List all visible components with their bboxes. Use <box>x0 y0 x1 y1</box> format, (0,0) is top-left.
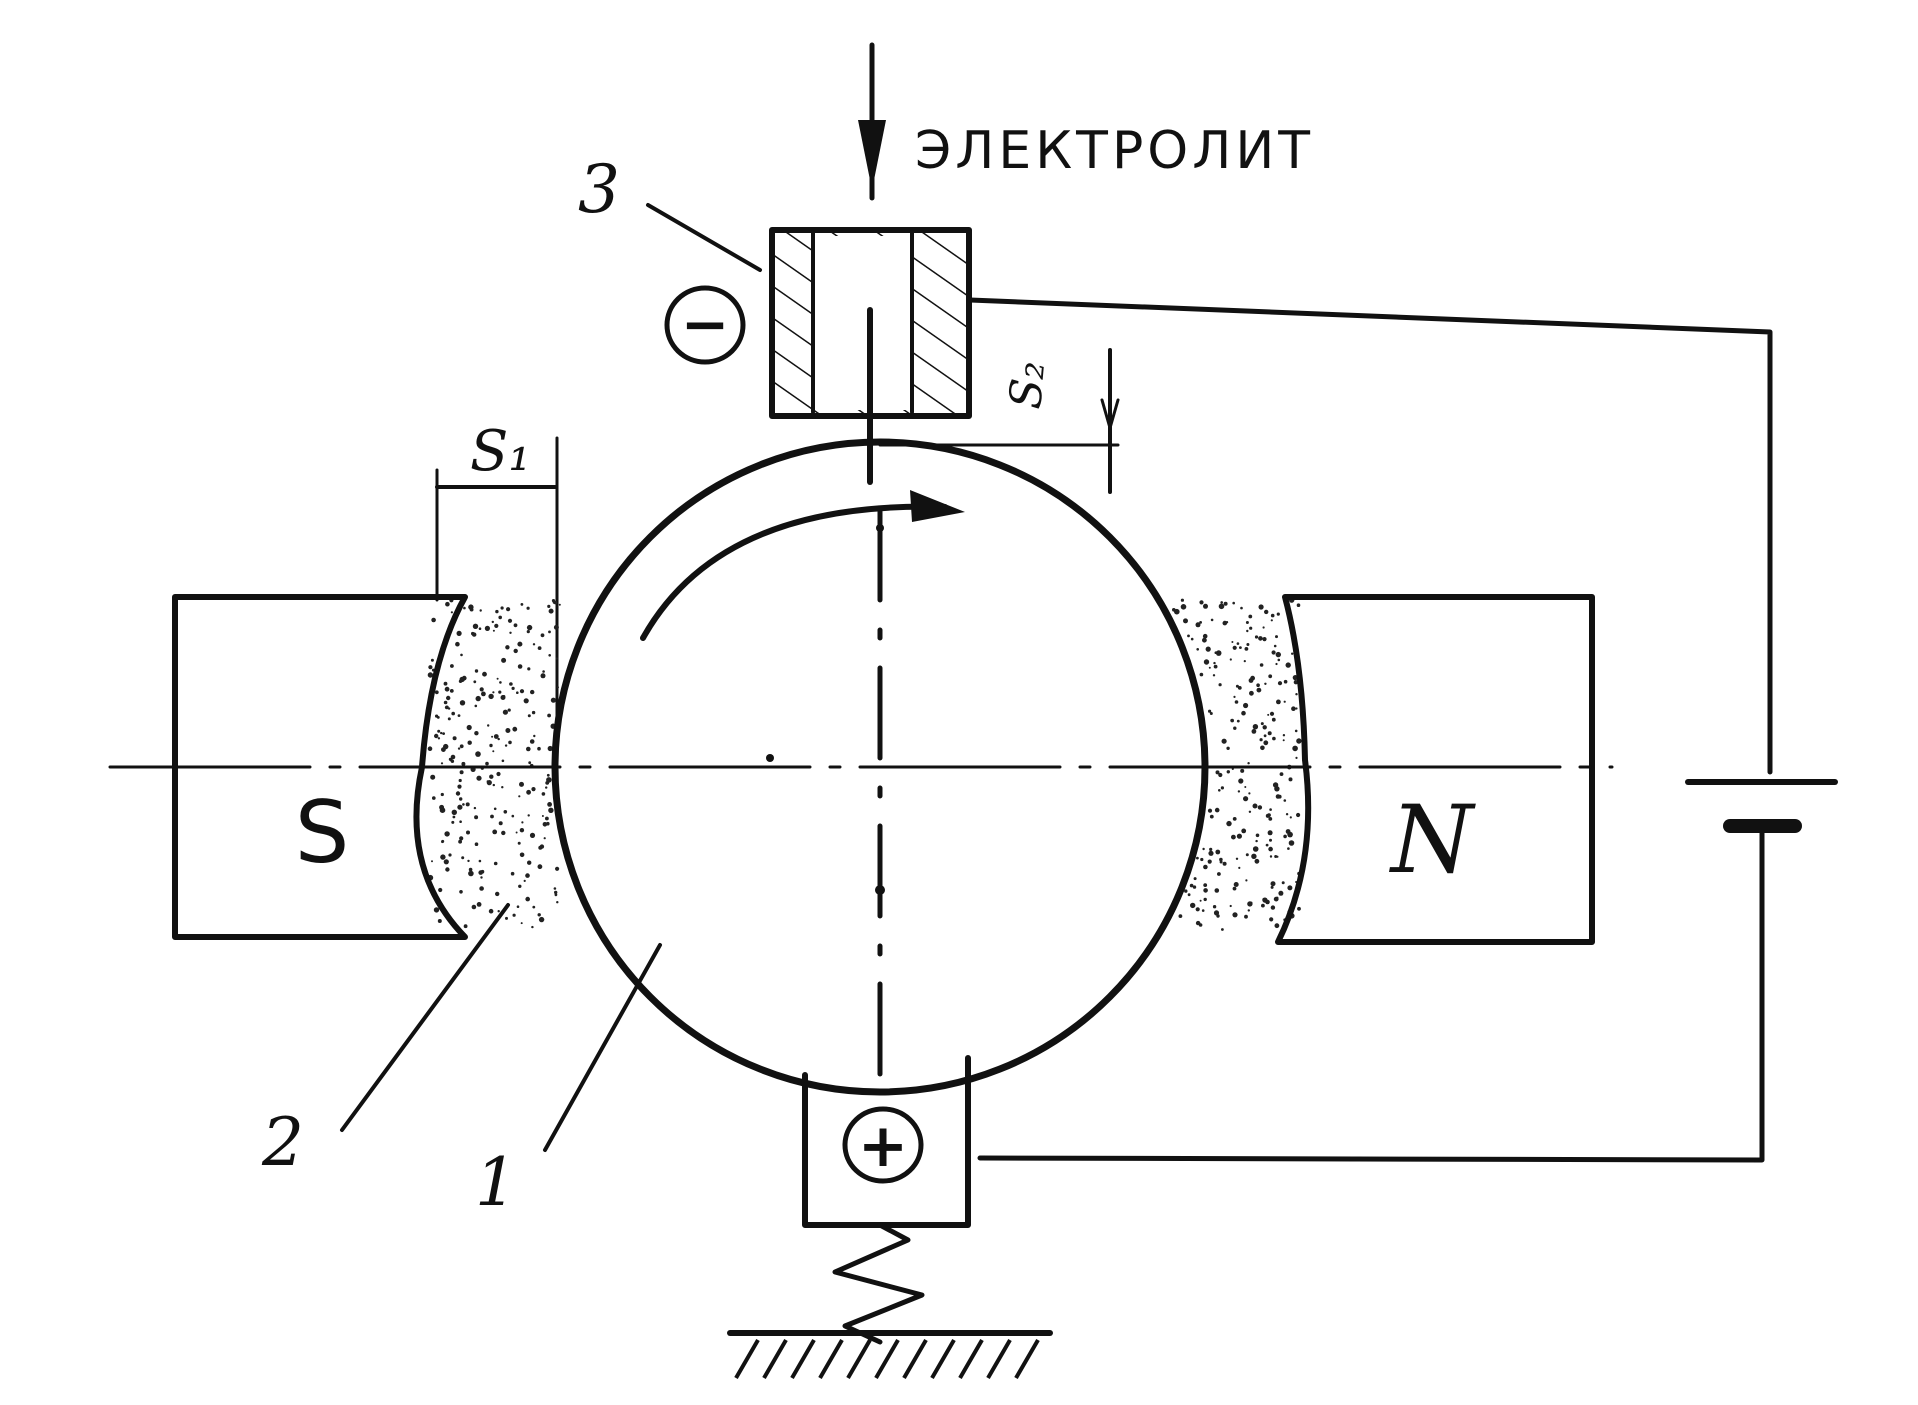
callout-3-leader <box>646 203 762 272</box>
callout-1-label: 1 <box>475 1144 517 1221</box>
electrolyte-label: ЭЛЕКТРОЛИТ <box>915 121 1314 181</box>
electrolyte-feed-arrow <box>858 42 886 201</box>
anode-plus-symbol: + <box>842 1106 924 1184</box>
gap-s2-label: S₂ <box>1000 359 1055 411</box>
cathode-tool <box>769 227 972 485</box>
electrolyte-gap-left <box>427 598 561 929</box>
callout-2-leader <box>340 903 510 1132</box>
cathode-sign: − <box>681 290 730 358</box>
gap-s1-dimension <box>435 436 559 742</box>
gap-s1-label: S₁ <box>470 419 531 484</box>
north-pole-magnet <box>1275 594 1595 945</box>
south-pole-label: S <box>295 783 350 883</box>
rotation-direction-arrow <box>640 490 965 641</box>
callout-2-label: 2 <box>261 1104 304 1181</box>
cathode-minus-symbol: − <box>664 285 746 365</box>
spring <box>832 1222 925 1345</box>
circuit-wire-positive <box>977 829 1765 1163</box>
circuit-wire-negative <box>967 297 1773 775</box>
callout-3-label: 3 <box>578 151 620 228</box>
ground-base <box>727 1330 1053 1380</box>
electrolyte-gap-right <box>1172 597 1302 931</box>
battery-symbol <box>1685 779 1838 833</box>
anode-contact-brush <box>802 1055 971 1228</box>
south-pole-magnet <box>172 594 468 940</box>
centerlines <box>108 507 1614 1083</box>
anode-sign: + <box>858 1111 908 1181</box>
callout-1-leader <box>543 943 662 1152</box>
north-pole-label: N <box>1389 786 1476 895</box>
